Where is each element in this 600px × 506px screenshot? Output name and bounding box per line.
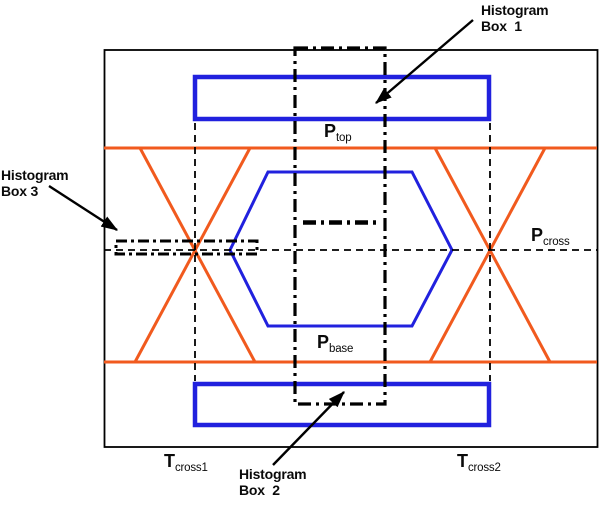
histogram-box-2-label-line2: Box 2	[239, 482, 280, 498]
p-base-label-main: P	[317, 332, 330, 352]
histogram-box-2-label-line1: Histogram	[239, 466, 307, 482]
histogram-box-3-label-line2: Box 3	[1, 183, 39, 199]
p-top-label-main: P	[324, 121, 337, 141]
p-cross-label-sub: cross	[543, 236, 570, 248]
histogram-box-2-arrow	[272, 391, 345, 466]
p-base-histogram-window	[192, 381, 492, 428]
outer-frame	[103, 49, 599, 448]
edge-transition-line-3	[433, 147, 552, 363]
t-cross2-label: Tcross2	[457, 451, 501, 474]
t-cross2-label-sub: cross2	[468, 462, 501, 474]
p-top-label: Ptop	[324, 121, 352, 144]
p-top-label-sub: top	[336, 132, 352, 144]
p-cross-label-main: P	[531, 225, 544, 245]
t-cross1-label-sub: cross1	[175, 462, 208, 474]
p-base-label: Pbase	[317, 332, 354, 355]
t-cross1-label: Tcross1	[164, 451, 208, 474]
histogram-windows-blue	[192, 74, 492, 428]
histogram-box-1-label-line2: Box 1	[481, 18, 522, 34]
histogram-box-3-label-line1: Histogram	[1, 167, 69, 183]
p-top-histogram-window	[192, 74, 492, 122]
dashed-reference-lines	[104, 123, 597, 381]
t-cross2-label-main: T	[457, 451, 468, 471]
histogram-box-3-arrow	[48, 184, 119, 232]
dash-dot-histogram-boxes	[114, 46, 387, 406]
p-cross-label: Pcross	[531, 225, 570, 248]
p-base-label-sub: base	[329, 343, 354, 355]
eye-waveform-orange	[104, 146, 597, 364]
edge-transition-line-2	[133, 147, 252, 363]
histogram-box-1-outline	[293, 46, 387, 406]
annotation-arrows	[48, 19, 474, 466]
edge-transition-line-4	[428, 147, 547, 363]
histogram-box-3-outline	[114, 239, 259, 256]
histogram-box-1-arrow	[375, 19, 474, 104]
eye-opening-hexagon	[228, 170, 454, 328]
histogram-box-1-label-line1: Histogram	[481, 2, 549, 18]
t-cross1-label-main: T	[164, 451, 175, 471]
